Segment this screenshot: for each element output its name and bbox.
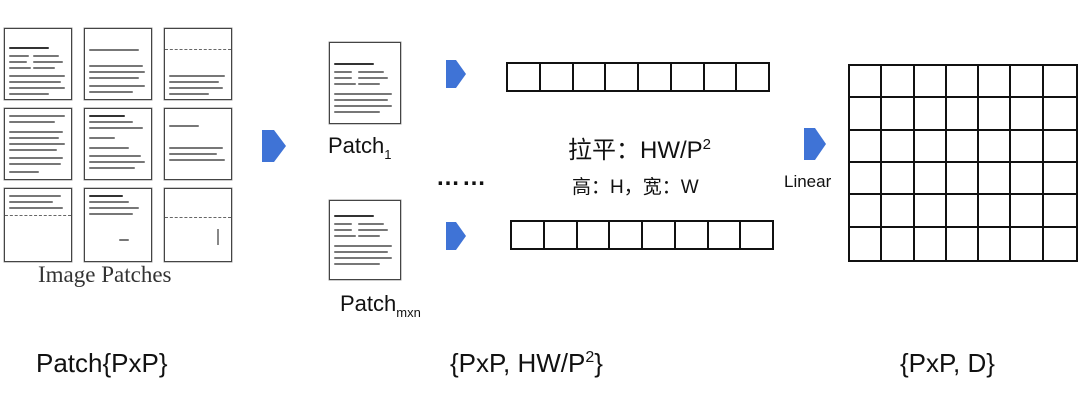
- matrix-cell: [979, 227, 1012, 260]
- matrix-cell: [1043, 163, 1076, 196]
- vector-cell: [606, 64, 639, 90]
- matrix-cell: [946, 98, 980, 131]
- matrix-cell: [850, 227, 883, 260]
- image-patch: [4, 28, 72, 100]
- vector-cell: [676, 222, 709, 248]
- matrix-cell: [947, 227, 980, 260]
- patch-size-label: Patch{PxP}: [36, 348, 168, 378]
- flattened-vector-first: [506, 62, 770, 92]
- vector-cell: [541, 64, 574, 90]
- image-patch: [164, 188, 232, 262]
- vector-cell: [512, 222, 545, 248]
- vector-cell: [741, 222, 772, 248]
- matrix-cell: [914, 130, 947, 163]
- patch-last-thumbnail: [329, 200, 401, 280]
- vector-cell: [705, 64, 738, 90]
- matrix-cell: [882, 162, 915, 196]
- vector-cell: [639, 64, 672, 90]
- matrix-cell: [979, 130, 1012, 163]
- flatten-dimensions: 高：H，宽：W: [572, 177, 699, 198]
- image-patch: [84, 188, 152, 262]
- matrix-cell: [914, 98, 947, 131]
- vector-cell: [709, 222, 742, 248]
- flattened-shape-label: {PxP, HW/P2}: [450, 348, 603, 378]
- matrix-cell: [946, 195, 980, 228]
- matrix-cell: [1043, 131, 1076, 163]
- matrix-cell: [850, 195, 883, 228]
- matrix-cell: [979, 66, 1012, 99]
- matrix-cell: [915, 227, 947, 260]
- image-patch: [4, 108, 72, 180]
- image-patch: [164, 108, 232, 180]
- matrix-cell: [1011, 66, 1044, 99]
- flatten-formula: 拉平：HW/P2: [568, 136, 712, 164]
- matrix-cell: [850, 162, 883, 196]
- vector-cell: [643, 222, 676, 248]
- matrix-cell: [882, 66, 915, 99]
- matrix-cell: [850, 98, 883, 131]
- image-patch: [164, 28, 232, 100]
- matrix-cell: [882, 195, 915, 228]
- matrix-cell: [1011, 130, 1044, 163]
- embedding-shape-label: {PxP, D}: [900, 348, 995, 378]
- matrix-cell: [946, 66, 980, 99]
- image-patch: [84, 28, 152, 100]
- matrix-cell: [1043, 195, 1076, 228]
- vector-cell: [610, 222, 643, 248]
- matrix-cell: [1043, 98, 1076, 131]
- matrix-cell: [1011, 227, 1044, 260]
- linear-label: Linear: [784, 172, 832, 191]
- matrix-cell: [914, 66, 947, 99]
- ellipsis: ……: [436, 164, 488, 191]
- matrix-cell: [882, 98, 915, 131]
- vector-cell: [574, 64, 607, 90]
- matrix-cell: [1011, 195, 1044, 228]
- patch-first-thumbnail: [329, 42, 401, 124]
- vector-cell: [545, 222, 578, 248]
- patch-last-label: Patchmxn: [340, 291, 421, 320]
- matrix-cell: [946, 162, 980, 196]
- patch-first-label: Patch1: [328, 133, 392, 162]
- matrix-cell: [1044, 228, 1076, 260]
- image-patch: [4, 188, 72, 262]
- matrix-cell: [1043, 66, 1076, 99]
- image-patch: [84, 108, 152, 180]
- embedding-matrix: [848, 64, 1078, 262]
- vector-cell: [508, 64, 541, 90]
- matrix-cell: [946, 130, 980, 163]
- flattened-vector-last: [510, 220, 774, 250]
- matrix-cell: [979, 98, 1012, 131]
- matrix-cell: [1011, 98, 1044, 131]
- matrix-cell: [882, 130, 915, 163]
- vector-cell: [578, 222, 611, 248]
- matrix-cell: [979, 195, 1012, 228]
- matrix-cell: [850, 130, 883, 163]
- matrix-cell: [979, 162, 1012, 196]
- matrix-cell: [914, 162, 947, 196]
- matrix-cell: [850, 66, 883, 99]
- vector-cell: [737, 64, 768, 90]
- matrix-cell: [914, 195, 947, 228]
- matrix-cell: [1011, 162, 1044, 196]
- vector-cell: [672, 64, 705, 90]
- image-patches-caption: Image Patches: [38, 262, 172, 287]
- matrix-cell: [882, 227, 915, 260]
